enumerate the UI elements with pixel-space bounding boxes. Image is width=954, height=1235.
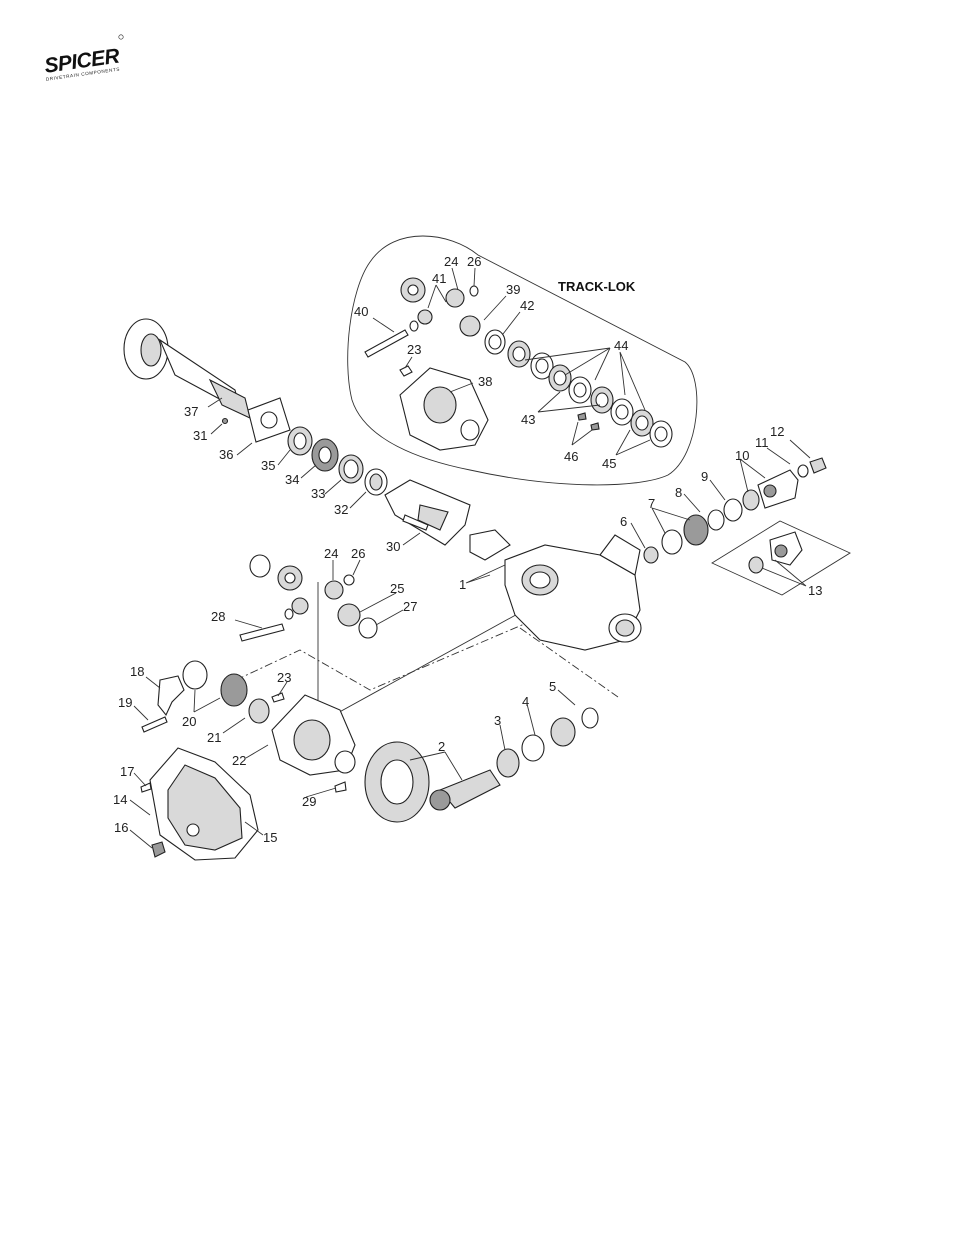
callout-46: 46 xyxy=(564,449,578,464)
callout-3: 3 xyxy=(494,713,501,728)
callout-2: 2 xyxy=(438,739,445,754)
leader-lines xyxy=(129,267,811,849)
track-lok-inset: TRACK-LOK xyxy=(347,235,698,486)
callout-5: 5 xyxy=(549,679,556,694)
ring-and-pinion-gear xyxy=(364,707,599,823)
axle-tube xyxy=(384,479,511,561)
callout-39: 39 xyxy=(506,282,520,297)
carrier-and-bearings xyxy=(141,660,356,793)
callout-18: 18 xyxy=(130,664,144,679)
callout-17: 17 xyxy=(120,764,134,779)
callout-26-inset: 26 xyxy=(467,254,481,269)
callout-44: 44 xyxy=(614,338,628,353)
spicer-logo: SPICER DRIVETRAIN COMPONENTS xyxy=(43,34,124,82)
callout-12: 12 xyxy=(770,424,784,439)
callout-7: 7 xyxy=(648,496,655,511)
callout-8: 8 xyxy=(675,485,682,500)
callout-15: 15 xyxy=(263,830,277,845)
callout-1: 1 xyxy=(459,577,466,592)
callout-43: 43 xyxy=(521,412,535,427)
callout-33: 33 xyxy=(311,486,325,501)
callout-9: 9 xyxy=(701,469,708,484)
callout-45: 45 xyxy=(602,456,616,471)
track-lok-title: TRACK-LOK xyxy=(558,279,636,294)
bearing-stack-left xyxy=(221,397,388,496)
callout-25: 25 xyxy=(390,581,404,596)
callout-22: 22 xyxy=(232,753,246,768)
differential-gear-set xyxy=(239,554,378,642)
callout-labels: 24 26 41 39 42 40 23 44 38 43 46 45 37 3… xyxy=(113,254,822,845)
axle-housing xyxy=(504,534,642,651)
pinion-side-parts xyxy=(643,457,851,596)
callout-32: 32 xyxy=(334,502,348,517)
callout-29: 29 xyxy=(302,794,316,809)
clutch-pack xyxy=(484,329,673,448)
callout-20: 20 xyxy=(182,714,196,729)
callout-27: 27 xyxy=(403,599,417,614)
differential-cover xyxy=(140,747,259,861)
callout-34: 34 xyxy=(285,472,299,487)
callout-31: 31 xyxy=(193,428,207,443)
callout-38: 38 xyxy=(478,374,492,389)
callout-24: 24 xyxy=(324,546,338,561)
callout-4: 4 xyxy=(522,694,529,709)
callout-14: 14 xyxy=(113,792,127,807)
registered-mark-icon xyxy=(118,34,124,40)
callout-40: 40 xyxy=(354,304,368,319)
callout-13: 13 xyxy=(808,583,822,598)
callout-26: 26 xyxy=(351,546,365,561)
callout-23: 23 xyxy=(277,670,291,685)
axle-shaft xyxy=(123,318,251,419)
callout-30: 30 xyxy=(386,539,400,554)
callout-41: 41 xyxy=(432,271,446,286)
callout-10: 10 xyxy=(735,448,749,463)
callout-37: 37 xyxy=(184,404,198,419)
callout-28: 28 xyxy=(211,609,225,624)
callout-16: 16 xyxy=(114,820,128,835)
inset-outline xyxy=(347,235,698,486)
callout-35: 35 xyxy=(261,458,275,473)
callout-11: 11 xyxy=(755,435,769,450)
track-lok-parts xyxy=(364,277,489,451)
callout-21: 21 xyxy=(207,730,221,745)
callout-6: 6 xyxy=(620,514,627,529)
callout-23-inset: 23 xyxy=(407,342,421,357)
callout-19: 19 xyxy=(118,695,132,710)
callout-24-inset: 24 xyxy=(444,254,458,269)
callout-42: 42 xyxy=(520,298,534,313)
callout-36: 36 xyxy=(219,447,233,462)
